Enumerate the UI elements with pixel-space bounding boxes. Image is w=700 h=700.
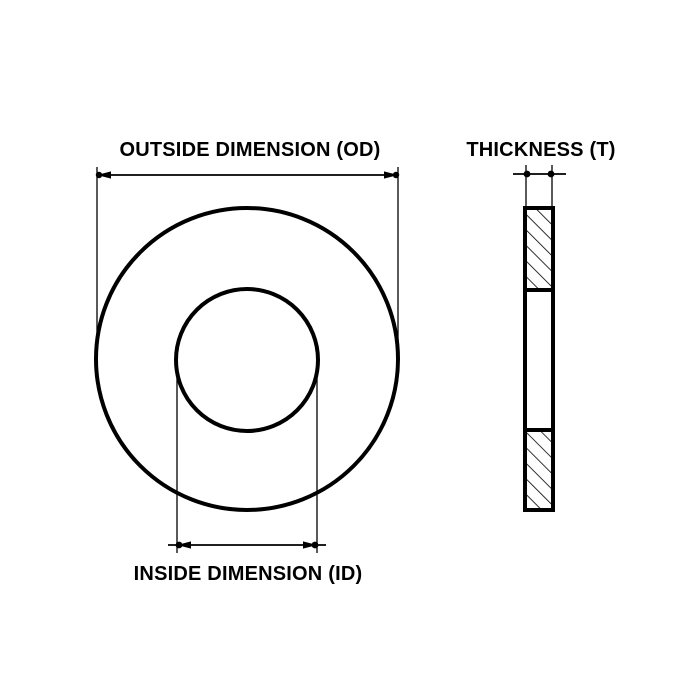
id-arrowhead-right: [303, 541, 317, 549]
section-hatch-top: [527, 210, 551, 290]
id-label: INSIDE DIMENSION (ID): [134, 563, 363, 585]
od-label: OUTSIDE DIMENSION (OD): [119, 139, 380, 161]
side-section-view: [523, 206, 555, 512]
section-material-top: [527, 210, 551, 290]
thickness-label: THICKNESS (T): [466, 139, 615, 161]
od-dot-right: [392, 171, 400, 179]
thickness-dot-left: [523, 170, 531, 178]
od-arrowhead-left: [97, 171, 111, 179]
od-dimension: OUTSIDE DIMENSION (OD): [95, 139, 400, 366]
od-dot-left: [95, 171, 103, 179]
section-hatch-bottom: [527, 430, 551, 508]
thickness-dimension: THICKNESS (T): [466, 139, 615, 208]
inside-diameter-circle: [174, 287, 320, 433]
id-dot-left: [175, 541, 183, 549]
id-dimension: INSIDE DIMENSION (ID): [134, 360, 363, 585]
id-dot-right: [311, 541, 319, 549]
section-material-bottom: [527, 430, 551, 508]
id-arrowhead-left: [177, 541, 191, 549]
front-view: [94, 206, 400, 512]
thickness-dot-right: [547, 170, 555, 178]
od-arrowhead-right: [384, 171, 398, 179]
